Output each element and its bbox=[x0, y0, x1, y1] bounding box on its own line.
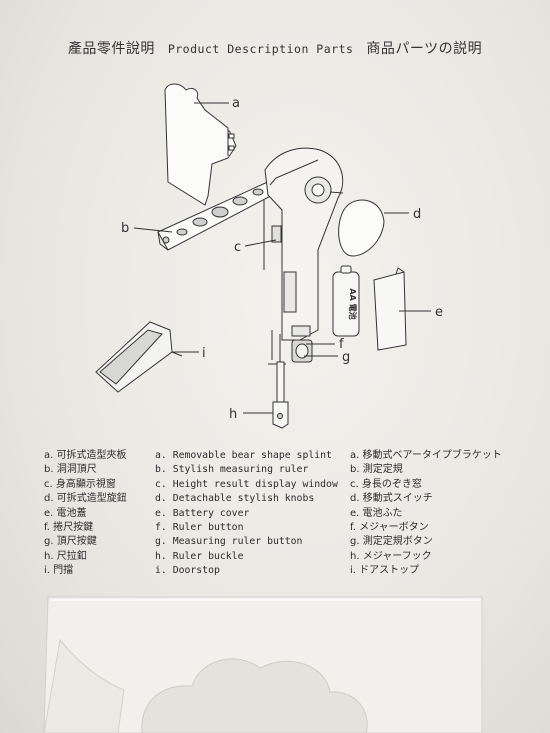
battery-label: AA 電池 bbox=[348, 288, 358, 319]
list-item: h. 尺拉釦 bbox=[44, 550, 87, 562]
list-item: f. メジャーボタン bbox=[350, 522, 429, 534]
list-item: e. Battery cover bbox=[155, 507, 250, 519]
heading-ja: 商品パーツの説明 bbox=[366, 41, 483, 57]
list-item: c. Height result display window bbox=[155, 478, 338, 490]
list-item: e. 電池ふた bbox=[350, 507, 403, 519]
callout-a: a bbox=[232, 96, 240, 111]
battery-aa: AA 電池 bbox=[332, 265, 360, 337]
list-item: g. Measuring ruler button bbox=[155, 536, 303, 548]
callout-b: b bbox=[121, 221, 129, 236]
list-item: d. 移動式スイッチ bbox=[350, 493, 433, 505]
callout-lines bbox=[133, 102, 431, 414]
list-item: f. Ruler button bbox=[155, 522, 244, 534]
list-item: i. 門擋 bbox=[44, 565, 74, 577]
list-item: c. 身長のぞき窓 bbox=[350, 478, 422, 490]
list-item: i. ドアストップ bbox=[350, 565, 420, 577]
list-item: d. 可拆式造型旋鈕 bbox=[44, 493, 127, 505]
callout-c: c bbox=[234, 240, 241, 255]
callout-d: d bbox=[413, 207, 421, 222]
list-item: d. Detachable stylish knobs bbox=[155, 493, 315, 505]
heading-en: Product Description Parts bbox=[167, 42, 354, 56]
heading-zh: 產品零件說明 bbox=[67, 41, 155, 57]
callout-h: h bbox=[229, 407, 237, 422]
list-item: b. Stylish measuring ruler bbox=[155, 464, 309, 476]
cardboard-insert bbox=[43, 596, 483, 733]
list-item: f. 捲尺按鍵 bbox=[44, 522, 94, 534]
list-item: b. 洞洞頂尺 bbox=[44, 464, 97, 476]
list-item: a. 可拆式造型夾板 bbox=[44, 450, 127, 461]
main-body bbox=[263, 147, 344, 365]
callout-f: f bbox=[339, 337, 344, 352]
part-b-ruler bbox=[157, 179, 283, 251]
callout-i: i bbox=[202, 346, 206, 361]
list-item: h. Ruler buckle bbox=[155, 550, 244, 562]
part-a-bear-splint bbox=[164, 83, 237, 206]
list-item: a. 移動式ベアータイプブラケット bbox=[350, 450, 502, 461]
callout-e: e bbox=[435, 305, 443, 320]
parts-list-ja: a. 移動式ベアータイプブラケット b. 測定定規 c. 身長のぞき窓 d. 移… bbox=[350, 449, 502, 579]
list-item: i. Doorstop bbox=[155, 565, 220, 577]
list-item: g. 測定定規ボタン bbox=[350, 536, 433, 548]
parts-diagram: AA 電池 a b c d e f g h i bbox=[95, 83, 443, 429]
parts-list-zh: a. 可拆式造型夾板 b. 洞洞頂尺 c. 身高顯示視窗 d. 可拆式造型旋鈕 … bbox=[44, 449, 127, 579]
list-item: e. 電池蓋 bbox=[44, 507, 87, 519]
part-i-doorstop bbox=[95, 321, 183, 393]
parts-list-en: a. Removable bear shape splint b. Stylis… bbox=[155, 449, 338, 579]
list-item: g. 頂尺按鍵 bbox=[44, 536, 97, 548]
list-item: c. 身高顯示視窗 bbox=[44, 478, 116, 490]
callout-g: g bbox=[342, 350, 350, 365]
part-d-knob bbox=[338, 199, 385, 257]
list-item: b. 測定定規 bbox=[350, 464, 403, 476]
part-h-ruler-buckle bbox=[272, 361, 289, 429]
list-item: a. Removable bear shape splint bbox=[155, 450, 332, 461]
page-heading: 產品零件說明 Product Description Parts 商品パーツの説… bbox=[0, 38, 550, 58]
list-item: h. メジャーフック bbox=[350, 550, 432, 562]
callout-labels: a b c d e f g h i bbox=[121, 96, 443, 422]
part-e-battery-cover bbox=[373, 267, 407, 351]
